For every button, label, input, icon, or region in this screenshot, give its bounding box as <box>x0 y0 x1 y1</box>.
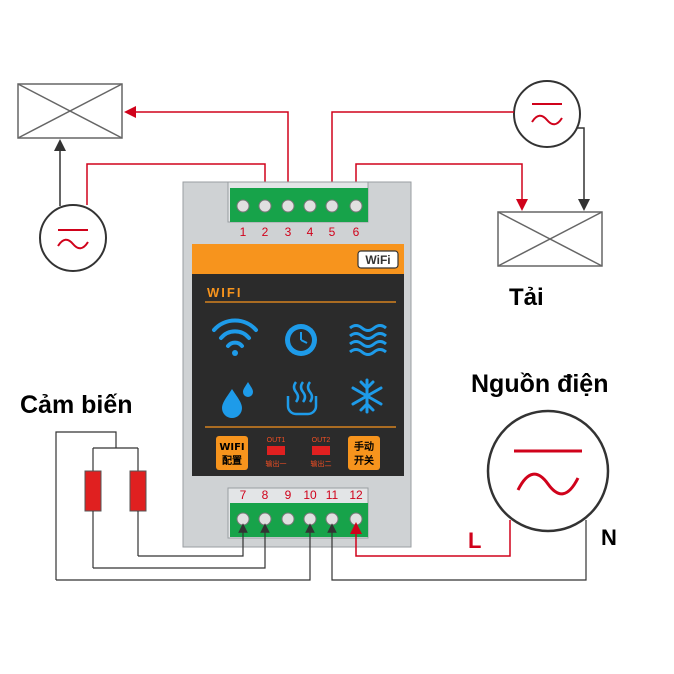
wifi-config-label-1: WIFI <box>219 442 244 453</box>
ac-source-left <box>39 204 107 272</box>
heating-icon <box>286 381 318 416</box>
terminal-number-2: 2 <box>262 225 269 239</box>
timer-icon <box>285 324 317 356</box>
wire-t6-right-load <box>355 163 528 211</box>
terminal-number-5: 5 <box>329 225 336 239</box>
top-terminal-screws <box>236 199 363 213</box>
wifi-icon <box>212 318 258 356</box>
terminal-number-10: 10 <box>303 488 317 502</box>
manual-switch-label-1: 手动 <box>354 440 374 453</box>
top-terminal-numbers: 1 2 3 4 5 6 <box>240 225 360 239</box>
terminal-number-7: 7 <box>240 488 247 502</box>
wire-t5-right-source <box>331 111 514 198</box>
wire-right-source-right-load <box>577 127 590 211</box>
neutral-label: N <box>601 525 617 550</box>
panel-title: WIFI <box>207 285 242 300</box>
terminal-number-3: 3 <box>285 225 292 239</box>
wire-sensor-t8 <box>93 523 270 569</box>
wire-t2-left-source <box>86 163 266 205</box>
line-label: L <box>468 528 481 553</box>
snowflake-icon <box>351 378 383 414</box>
load-box-right <box>497 211 603 267</box>
sensor-label: Cảm biến <box>20 391 133 419</box>
out1-label: OUT1 <box>267 437 286 444</box>
manual-switch-button[interactable]: 手动 开关 <box>348 436 380 470</box>
load-box-left <box>17 83 123 139</box>
terminal-number-1: 1 <box>240 225 247 239</box>
wire-line-t12 <box>350 520 511 557</box>
out1-indicator: OUT1 输出一 <box>266 437 287 468</box>
terminal-number-4: 4 <box>307 225 314 239</box>
load-label: Tải <box>509 284 544 311</box>
bottom-terminal-numbers: 7 8 9 10 11 12 <box>240 488 363 502</box>
out1-sublabel: 输出一 <box>266 459 287 468</box>
wifi-badge-text: WiFi <box>365 253 390 267</box>
relay-device <box>182 181 412 548</box>
wire-t3-left-load <box>124 106 289 198</box>
terminal-number-8: 8 <box>262 488 269 502</box>
wire-neutral-t11 <box>327 520 587 581</box>
terminal-number-11: 11 <box>326 488 339 502</box>
top-terminal-block <box>230 188 368 222</box>
wifi-config-button[interactable]: WIFI 配置 <box>216 436 248 470</box>
terminal-number-9: 9 <box>285 488 292 502</box>
ac-source-top-right <box>513 80 581 148</box>
water-waves-icon <box>349 324 387 356</box>
out2-label: OUT2 <box>312 437 331 444</box>
terminal-number-12: 12 <box>349 488 363 502</box>
wire-sensor-t7 <box>138 523 248 557</box>
wifi-config-label-2: 配置 <box>222 455 242 467</box>
bottom-terminal-block <box>230 503 368 537</box>
out2-sublabel: 输出二 <box>311 459 332 468</box>
ac-source-power <box>486 409 610 533</box>
manual-switch-label-2: 开关 <box>354 454 374 467</box>
water-drop-icon <box>222 382 253 418</box>
wire-sensor-t10 <box>56 523 315 581</box>
terminal-number-6: 6 <box>353 225 360 239</box>
out2-indicator: OUT2 输出二 <box>311 437 332 468</box>
sensor-element <box>55 431 147 580</box>
wifi-badge: WiFi <box>357 250 399 269</box>
power-label: Nguồn điện <box>471 370 608 398</box>
